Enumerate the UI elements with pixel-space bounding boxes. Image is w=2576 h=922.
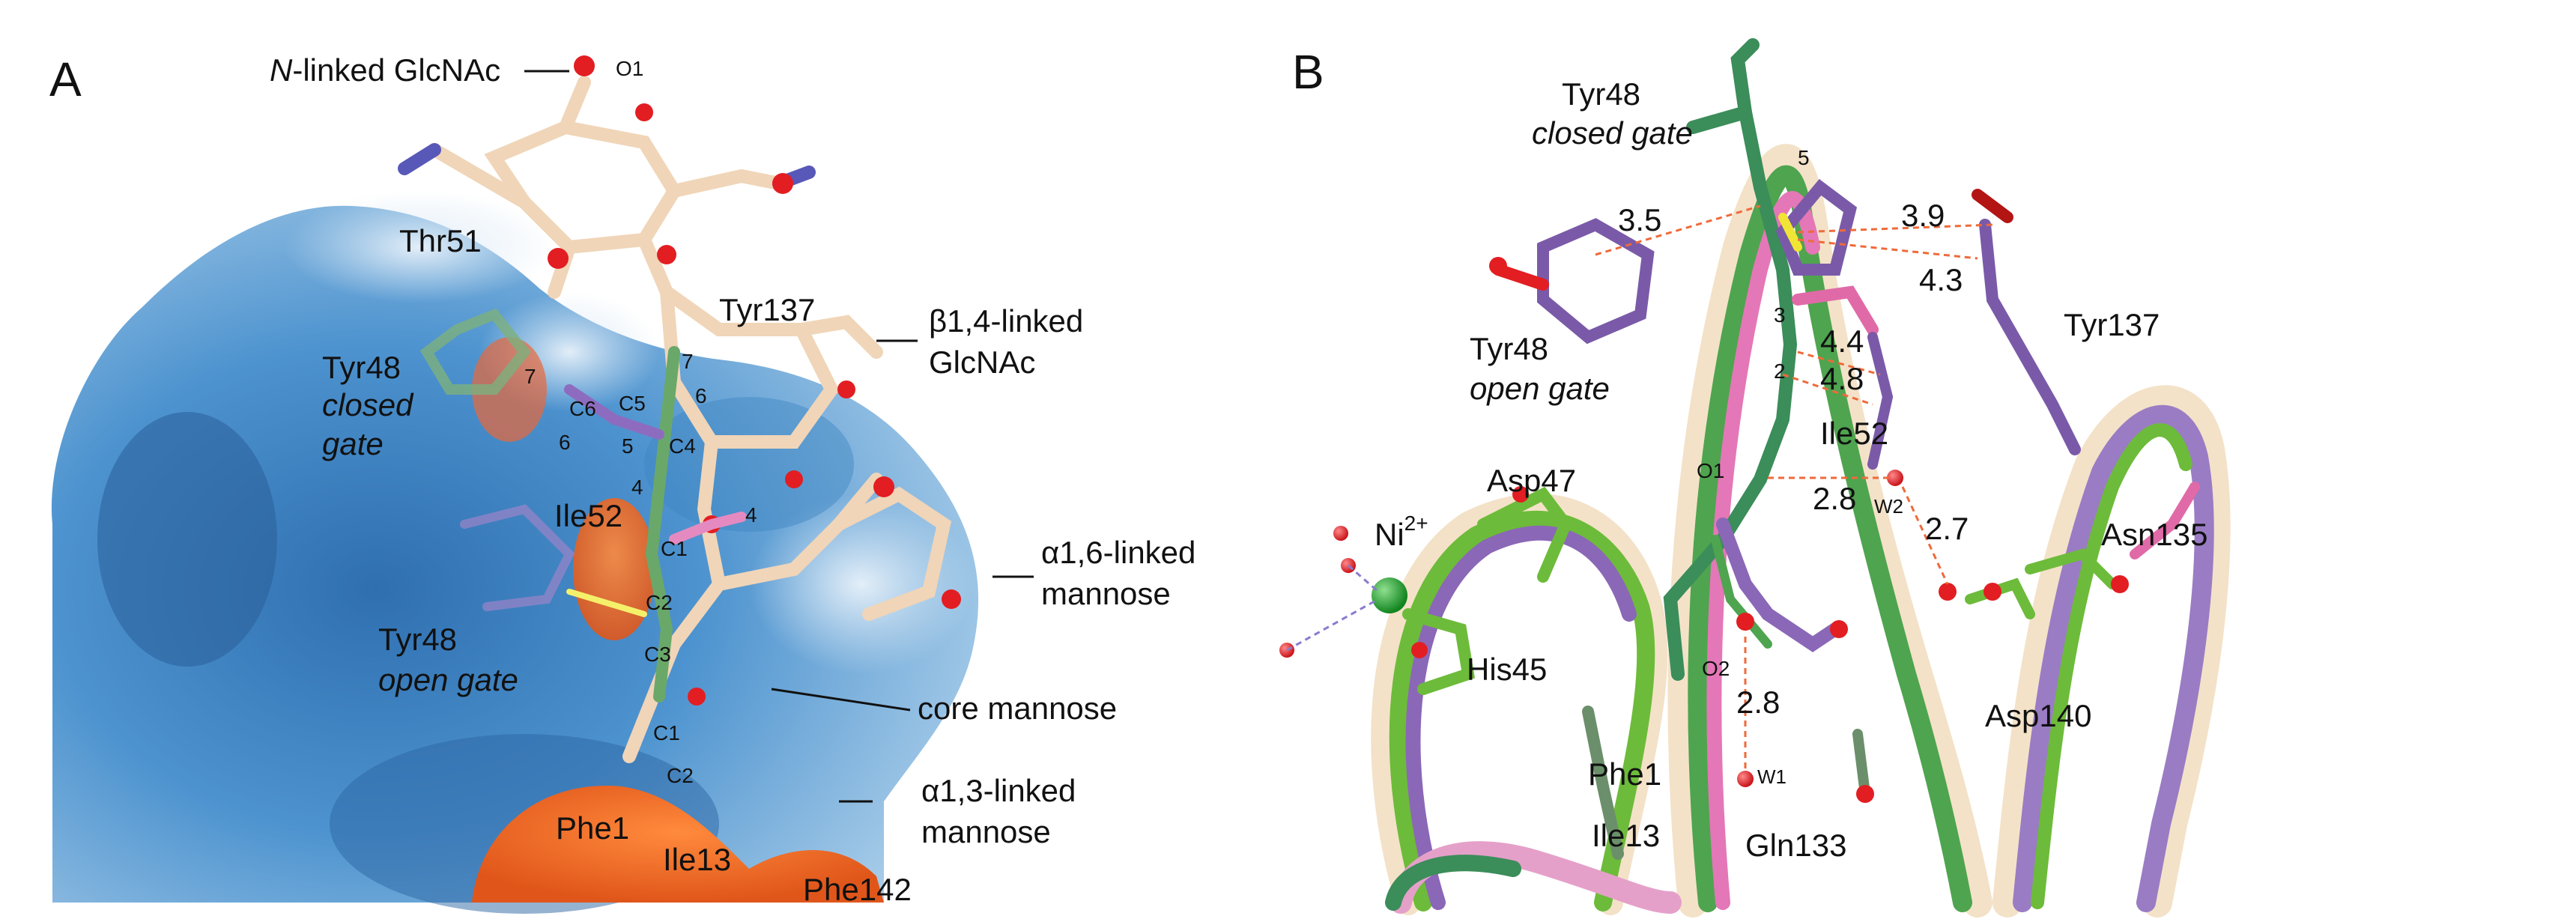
dist-2-8-bot: 2.8 (1736, 685, 1780, 720)
panel-a-letter: A (49, 52, 82, 106)
dist-4-3: 4.3 (1919, 262, 1963, 297)
num3-b: 3 (1774, 303, 1786, 327)
c3-label: C3 (644, 643, 671, 666)
protein-surface (51, 191, 979, 914)
asp140-label: Asp140 (1985, 698, 2091, 733)
ile13-label-a: Ile13 (663, 842, 731, 877)
o1-top-label: O1 (616, 57, 643, 80)
tyr48-closed-label-a-2: closed (322, 387, 414, 422)
dist-4-8: 4.8 (1820, 361, 1864, 396)
water-w2 (1887, 470, 1903, 486)
thr51-label: Thr51 (399, 223, 482, 258)
ni-label: Ni2+ (1375, 512, 1428, 552)
nickel-ion (1372, 577, 1407, 613)
tyr137-label-a: Tyr137 (719, 292, 815, 327)
ile52-label-b: Ile52 (1820, 416, 1888, 451)
panel-b: B (1279, 38, 2231, 918)
o1-label-b: O1 (1697, 459, 1724, 482)
asn135-label: Asn135 (2101, 517, 2207, 552)
dist-3-9: 3.9 (1901, 198, 1945, 233)
tyr48-sticks (419, 308, 747, 703)
c4-label: C4 (669, 434, 696, 458)
phe142-label: Phe142 (803, 872, 912, 907)
tyr137-label-b: Tyr137 (2064, 307, 2160, 342)
tyr48-open-label-a: Tyr48 (378, 622, 457, 657)
a16-mannose-line1: α1,6-linked (1041, 535, 1195, 570)
orange-surface-patches (472, 337, 884, 903)
c5-label: C5 (619, 392, 646, 415)
b14-glcnac-line2: GlcNAc (929, 345, 1035, 380)
nlinked-glcnac-label: N-linked GlcNAc (270, 52, 500, 88)
dist-2-7: 2.7 (1925, 511, 1969, 546)
his45-label: His45 (1467, 652, 1547, 687)
a16-mannose-line2: mannose (1041, 576, 1171, 611)
ile13-label-b: Ile13 (1592, 818, 1660, 853)
phe1-label-a: Phe1 (556, 810, 629, 846)
tyr48-open-label-b: Tyr48 (1470, 331, 1548, 366)
a13-mannose-line2: mannose (921, 814, 1051, 849)
num7-green: 7 (682, 350, 694, 373)
c1-top-label: C1 (661, 537, 688, 560)
num6-purple: 6 (559, 431, 571, 454)
c6-label: C6 (569, 397, 596, 420)
water-w1 (1737, 771, 1754, 787)
panel-a: A (49, 52, 1195, 914)
c2-top-label: C2 (646, 591, 673, 614)
tyr48-closed-label-b-2: closed gate (1532, 115, 1693, 151)
o2-label-b: O2 (1702, 657, 1730, 680)
num4-green: 4 (631, 476, 643, 499)
c2-bot-label: C2 (667, 764, 694, 787)
distance-dashes (1286, 204, 1993, 771)
tyr48-closed-label-a: Tyr48 (322, 350, 401, 385)
w1-label: W1 (1757, 765, 1786, 788)
num6-green: 6 (695, 384, 707, 407)
num2-b: 2 (1774, 360, 1786, 383)
panel-b-labels: Tyr48 closed gate 5 3.5 3.9 4.3 Tyr137 3… (1375, 76, 2207, 863)
phe1-label-b: Phe1 (1588, 756, 1661, 792)
num5-b: 5 (1798, 146, 1810, 169)
num7-purple: 7 (524, 365, 536, 388)
ile52-label-a: Ile52 (554, 498, 622, 533)
core-mannose-label: core mannose (918, 691, 1117, 726)
b14-glcnac-line1: β1,4-linked (929, 303, 1083, 339)
panel-a-leader-lines (524, 70, 1034, 803)
num4-pink: 4 (745, 503, 757, 527)
c1-bot-label: C1 (653, 721, 680, 744)
tyr48-closed-label-a-3: gate (322, 426, 384, 461)
tyr48-open-label-a-2: open gate (378, 662, 518, 697)
num5-purple: 5 (622, 434, 634, 458)
dist-4-4: 4.4 (1820, 324, 1864, 359)
w2-label: W2 (1874, 495, 1903, 518)
panel-a-labels: N-linked GlcNAc O1 Thr51 Tyr137 β1,4-lin… (270, 52, 1195, 907)
asp47-label: Asp47 (1487, 463, 1576, 498)
tyr48-open-label-b-2: open gate (1470, 371, 1610, 406)
a13-mannose-line1: α1,3-linked (921, 773, 1076, 808)
panel-b-letter: B (1292, 45, 1324, 99)
tyr48-closed-label-b: Tyr48 (1562, 76, 1640, 112)
gln133-label: Gln133 (1745, 828, 1846, 863)
dist-3-5: 3.5 (1618, 202, 1661, 237)
dist-2-8-top: 2.8 (1813, 481, 1856, 516)
